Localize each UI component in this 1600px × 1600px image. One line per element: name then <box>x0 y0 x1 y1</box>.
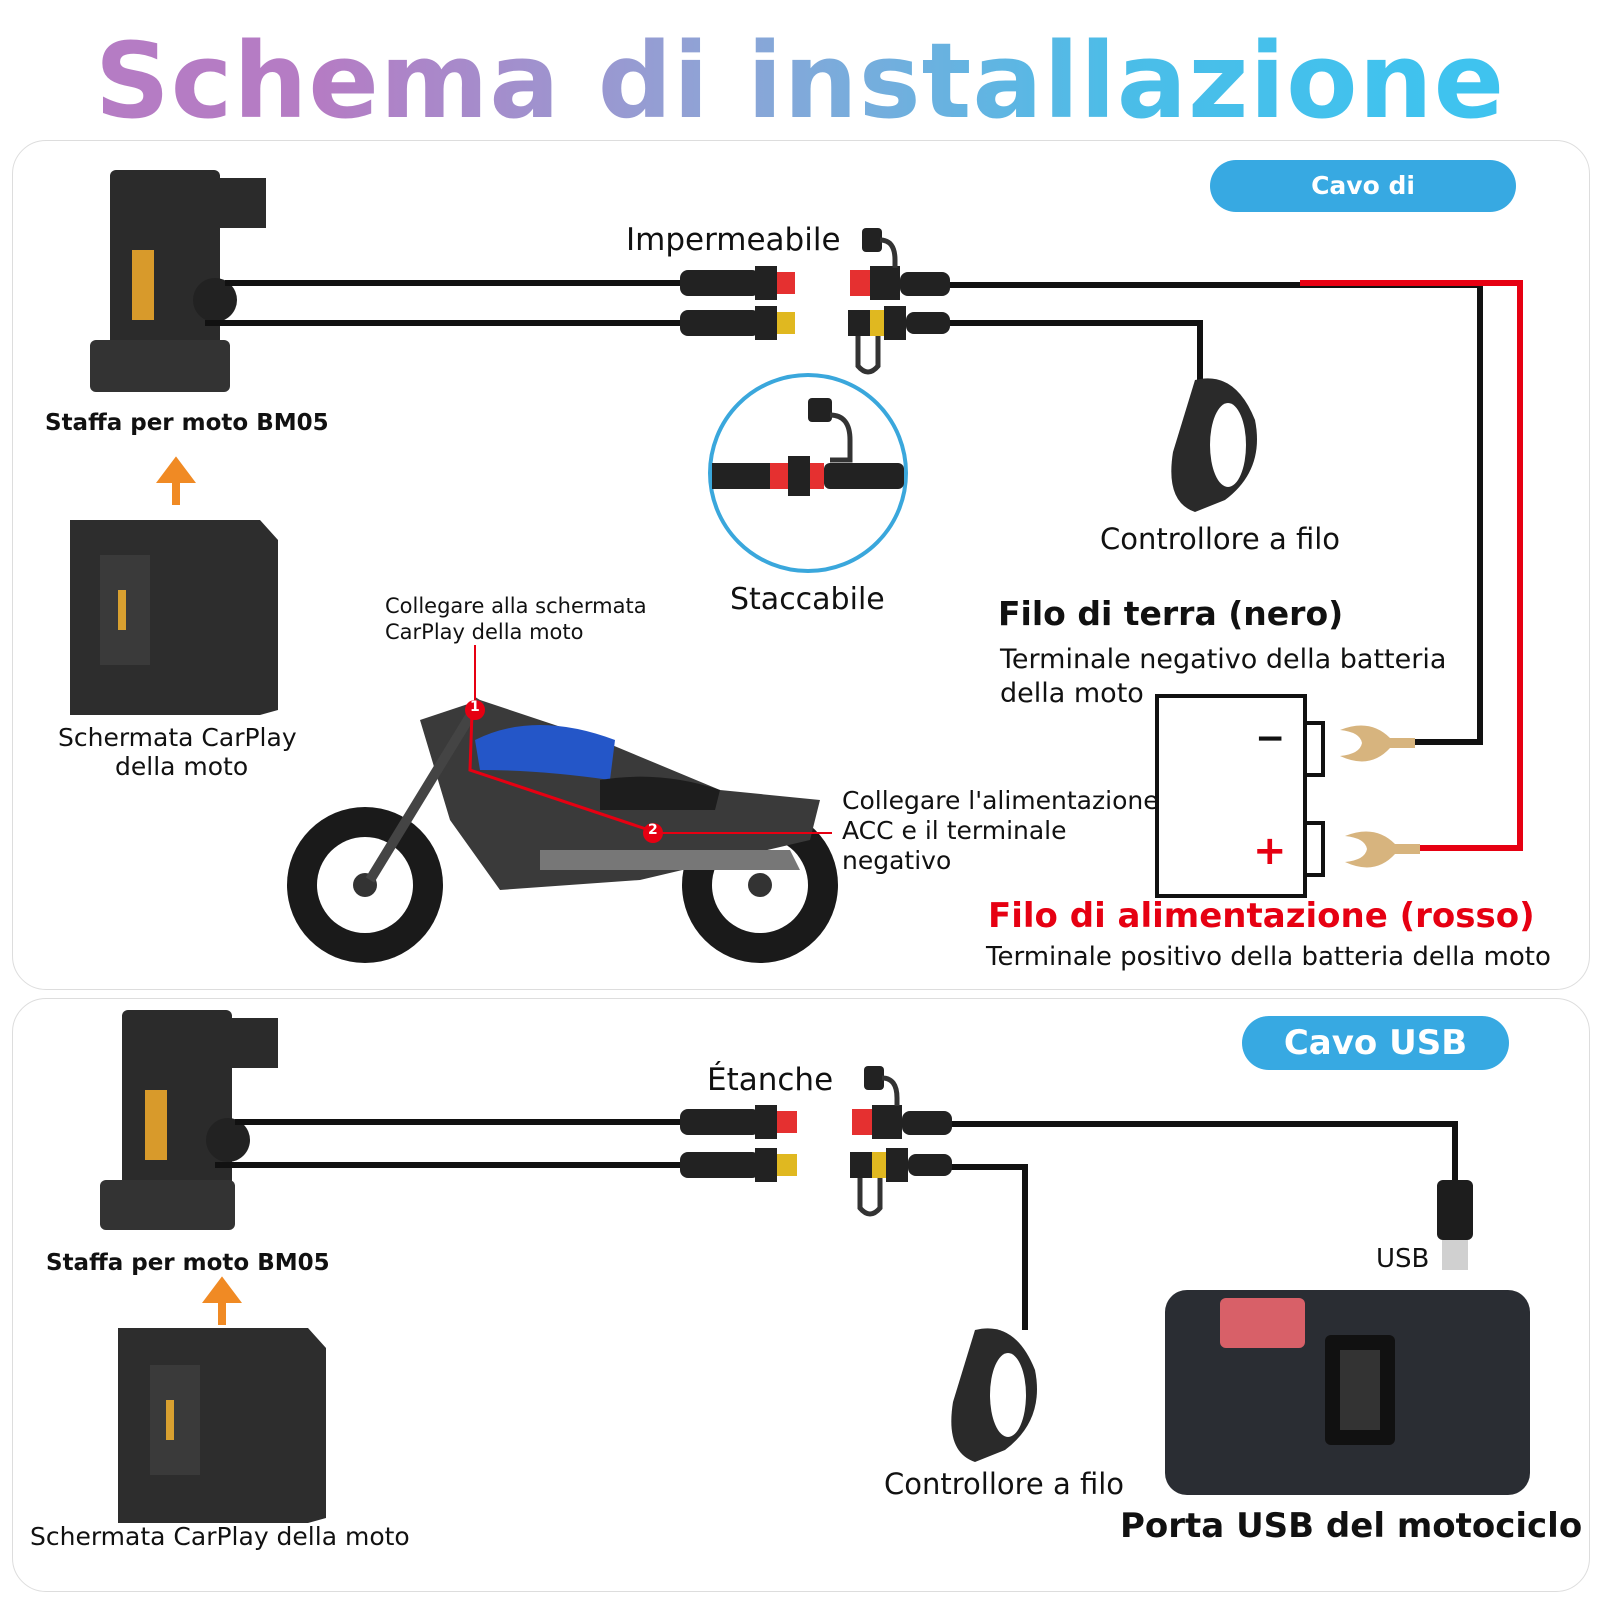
wired-controller-icon-bottom <box>951 1328 1037 1462</box>
controller-label-bottom: Controllore a filo <box>884 1467 1125 1501</box>
marker-1: 1 <box>470 699 480 715</box>
spade-terminal-icons <box>1340 725 1420 868</box>
connector-icons-top <box>680 228 950 375</box>
connect-power-line3: negativo <box>842 846 952 875</box>
battery-diagram <box>1155 694 1325 898</box>
motorcycle-usb-port-photo <box>1165 1290 1530 1495</box>
usb-cable-panel <box>12 998 1590 1592</box>
ground-desc-line1: Terminale negativo della batteria <box>1000 644 1447 675</box>
page-title: Schema di installazione <box>0 20 1600 142</box>
bracket-label-bottom: Staffa per moto BM05 <box>46 1250 330 1276</box>
wires-bottom <box>215 1119 1458 1330</box>
battery-minus: − <box>1255 718 1286 759</box>
battery-plus: + <box>1253 828 1287 874</box>
screen-label-bottom: Schermata CarPlay della moto <box>30 1522 410 1551</box>
usb-plug-icon <box>1437 1180 1473 1270</box>
marker-2: 2 <box>648 822 658 838</box>
connect-screen-line2: CarPlay della moto <box>385 620 584 644</box>
usb-cable-badge: Cavo USB <box>1242 1016 1509 1070</box>
connector-icons-bottom <box>680 1066 952 1217</box>
wired-controller-icon-top <box>1171 378 1257 512</box>
arrow-up-icon-bottom <box>202 1276 242 1325</box>
power-cable-badge: Cavo di alimentazione <box>1210 160 1516 252</box>
connect-screen-line1: Collegare alla schermata <box>385 594 647 618</box>
screen-label-line1: Schermata CarPlay <box>58 723 297 752</box>
power-wire-title: Filo di alimentazione (rosso) <box>988 896 1535 936</box>
power-desc: Terminale positivo della batteria della … <box>986 942 1551 972</box>
waterproof-label-bottom: Étanche <box>707 1062 834 1098</box>
bracket-icon <box>90 170 266 392</box>
screen-label-line2: della moto <box>115 752 249 781</box>
waterproof-label: Impermeabile <box>626 222 841 258</box>
motorcycle-illustration <box>287 645 838 963</box>
bracket-icon-bottom <box>100 1010 278 1230</box>
connect-power-line1: Collegare l'alimentazione <box>842 786 1159 815</box>
detachable-label: Staccabile <box>730 582 885 617</box>
bracket-label: Staffa per moto BM05 <box>45 410 329 436</box>
wires-top <box>205 280 1523 851</box>
connect-power-line2: ACC e il terminale <box>842 816 1067 845</box>
carplay-screen-icon <box>70 520 278 715</box>
usb-label: USB <box>1376 1244 1430 1274</box>
usb-port-label: Porta USB del motociclo <box>1120 1506 1583 1546</box>
carplay-screen-icon-bottom <box>118 1328 326 1523</box>
arrow-up-icon <box>156 456 196 505</box>
ground-wire-title: Filo di terra (nero) <box>998 594 1344 633</box>
controller-label: Controllore a filo <box>1100 522 1341 556</box>
power-cable-panel <box>12 140 1590 990</box>
detachable-connector-zoom <box>708 373 908 573</box>
ground-desc-line2: della moto <box>1000 678 1144 709</box>
